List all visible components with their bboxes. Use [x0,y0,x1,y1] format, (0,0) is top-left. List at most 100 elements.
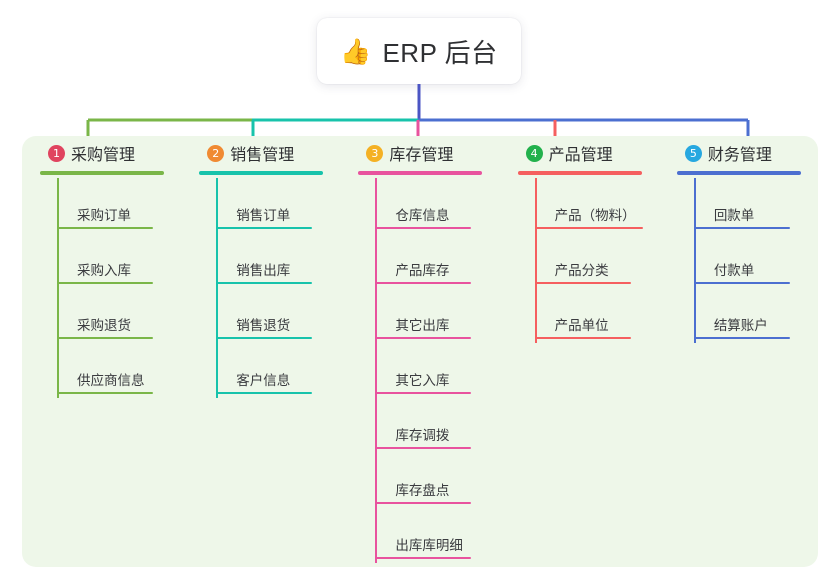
branch-item[interactable]: 销售出库 [216,233,340,288]
branch-item[interactable]: 供应商信息 [57,343,181,398]
branch-item-rule [693,282,790,284]
branch-item[interactable]: 产品（物料） [534,178,659,233]
branch-item-rule [216,337,313,339]
branch-item[interactable]: 产品单位 [534,288,659,343]
branch-item[interactable]: 产品分类 [534,233,659,288]
branch-header-5[interactable]: 5 财务管理 [675,136,818,170]
branch-item-label: 结算账户 [713,318,768,333]
root-node-card[interactable]: 👍 ERP 后台 [317,18,521,84]
branch-items: 采购订单采购入库采购退货供应商信息 [38,178,181,398]
branch-index-badge: 3 [366,144,384,162]
branch-item[interactable]: 付款单 [693,233,818,288]
branch-item-label: 采购订单 [77,208,131,223]
branch-item-rule [216,392,313,394]
branch-column-3: 3 库存管理仓库信息产品库存其它出库其它入库库存调拨库存盘点出库库明细 [340,136,499,567]
branch-header-rule [358,171,483,175]
branch-item-label: 销售出库 [236,263,291,278]
branches-panel [22,136,818,567]
branch-spine [216,178,219,398]
branch-items: 回款单付款单结算账户 [675,178,818,343]
branch-item-label: 产品单位 [554,318,609,333]
branch-header-rule [40,171,164,175]
branch-column-5: 5 财务管理回款单付款单结算账户 [659,136,818,567]
branch-item-rule [375,392,472,394]
branch-item-label: 供应商信息 [77,373,145,388]
branch-items: 产品（物料） 产品分类产品单位 [516,178,659,343]
branch-index-badge: 1 [48,144,65,162]
branch-item[interactable]: 采购退货 [57,288,181,343]
branch-item-label: 产品库存 [395,263,450,278]
branch-item[interactable]: 库存盘点 [375,453,499,508]
branch-columns: 1 采购管理采购订单采购入库采购退货供应商信息 2 销售管理销售订单销售出库销售退货客… [22,136,818,567]
branch-header-rule [199,171,324,175]
branch-column-1: 1 采购管理采购订单采购入库采购退货供应商信息 [22,136,181,567]
branch-item-rule [57,282,153,284]
branch-header-1[interactable]: 1 采购管理 [38,136,181,170]
branch-column-2: 2 销售管理销售订单销售出库销售退货客户信息 [181,136,340,567]
branch-item-rule [375,447,472,449]
branch-item[interactable]: 仓库信息 [375,178,499,233]
branch-item-label: 库存盘点 [395,483,450,498]
branch-title: 财务管理 [707,147,772,164]
branch-items: 销售订单销售出库销售退货客户信息 [197,178,340,398]
branch-spine [57,178,59,398]
branch-item-label: 其它出库 [395,318,450,333]
branch-item-label: 付款单 [713,263,755,278]
branch-item-label: 采购退货 [77,318,131,333]
thumbs-up-icon: 👍 [340,36,372,66]
branch-item-rule [375,227,472,229]
branch-header-2[interactable]: 2 销售管理 [197,136,340,170]
branch-item-rule [57,227,153,229]
branch-item-label: 产品（物料） [554,208,636,223]
branch-item-rule [216,282,313,284]
branch-item[interactable]: 回款单 [693,178,818,233]
branch-item-label: 销售订单 [236,208,291,223]
branch-item-label: 回款单 [713,208,755,223]
branch-item-rule [375,337,472,339]
branch-item-rule [534,337,631,339]
branch-item-rule [375,282,472,284]
branch-title: 库存管理 [389,147,454,164]
branch-item-label: 产品分类 [554,263,609,278]
branch-item[interactable]: 库存调拨 [375,398,499,453]
branch-item-rule [534,282,631,284]
branch-item-label: 仓库信息 [395,208,450,223]
branch-column-4: 4 产品管理产品（物料） 产品分类产品单位 [500,136,659,567]
branch-item-label: 采购入库 [77,263,131,278]
branch-item[interactable]: 结算账户 [693,288,818,343]
branch-item-label: 销售退货 [236,318,291,333]
branch-item-rule [693,337,790,339]
branch-index-badge: 4 [525,144,543,162]
branch-header-rule [676,171,801,175]
branch-item-rule [57,337,153,339]
branch-item-rule [57,392,153,394]
branch-header-4[interactable]: 4 产品管理 [516,136,659,170]
branch-spine [693,178,696,343]
branch-header-rule [517,171,642,175]
branch-title: 销售管理 [230,147,295,164]
branch-title: 产品管理 [548,147,613,164]
root-node-title: ERP 后台 [382,37,498,68]
branch-item[interactable]: 产品库存 [375,233,499,288]
branch-index-badge: 2 [207,144,225,162]
branch-item-rule [375,502,472,504]
branch-item[interactable]: 其它入库 [375,343,499,398]
branch-item-rule [693,227,790,229]
branch-item-label: 库存调拨 [395,428,450,443]
branch-spine [375,178,378,563]
branch-item[interactable]: 采购订单 [57,178,181,233]
branch-item-rule [375,557,472,559]
branch-index-badge: 5 [684,144,702,162]
branch-item[interactable]: 采购入库 [57,233,181,288]
branch-item[interactable]: 客户信息 [216,343,340,398]
branch-item[interactable]: 销售订单 [216,178,340,233]
branch-header-3[interactable]: 3 库存管理 [356,136,499,170]
branch-item-label: 出库库明细 [395,538,463,553]
branch-item[interactable]: 其它出库 [375,288,499,343]
branch-item[interactable]: 出库库明细 [375,508,499,563]
branch-item-rule [216,227,313,229]
branch-items: 仓库信息产品库存其它出库其它入库库存调拨库存盘点出库库明细 [356,178,499,563]
branch-item[interactable]: 销售退货 [216,288,340,343]
branch-title: 采购管理 [71,147,136,164]
